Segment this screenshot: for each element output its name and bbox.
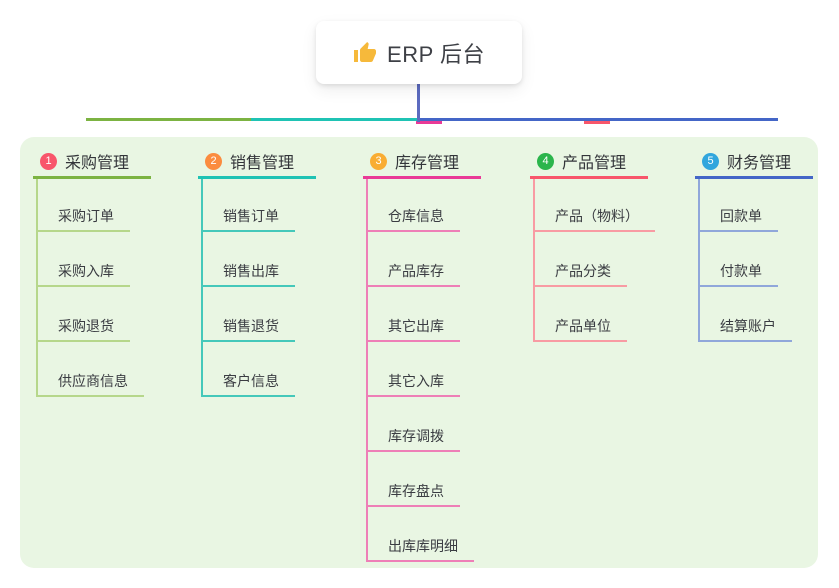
child-node[interactable]: 其它出库	[366, 314, 460, 342]
child-node[interactable]: 产品单位	[533, 314, 627, 342]
child-node[interactable]: 采购退货	[36, 314, 130, 342]
child-node[interactable]: 仓库信息	[366, 204, 460, 232]
branch-title[interactable]: 1 采购管理	[33, 146, 151, 179]
branch-label: 采购管理	[65, 155, 130, 172]
branch-number-badge: 4	[537, 152, 554, 170]
branch-label: 财务管理	[727, 155, 792, 172]
root-connector-line	[417, 84, 420, 122]
child-node[interactable]: 库存调拨	[366, 424, 460, 452]
branch-drop-line	[749, 118, 778, 121]
root-node[interactable]: ERP 后台	[316, 21, 522, 84]
child-node[interactable]: 采购订单	[36, 204, 130, 232]
branch-spine-line	[366, 179, 368, 562]
branch-spine-line	[533, 179, 535, 342]
branch-title[interactable]: 3 库存管理	[363, 146, 481, 179]
bus-line-segment	[86, 118, 254, 121]
child-node[interactable]: 销售退货	[201, 314, 295, 342]
child-node[interactable]: 采购入库	[36, 259, 130, 287]
branch-title[interactable]: 5 财务管理	[695, 146, 813, 179]
branch-title[interactable]: 4 产品管理	[530, 146, 648, 179]
child-node[interactable]: 产品（物料）	[533, 204, 655, 232]
thumbs-up-icon	[353, 41, 377, 65]
branch-number-badge: 5	[702, 152, 719, 170]
branch-spine-line	[698, 179, 700, 342]
child-node[interactable]: 销售订单	[201, 204, 295, 232]
root-node-label: ERP 后台	[387, 41, 485, 67]
branches-panel	[20, 137, 818, 568]
child-node[interactable]: 其它入库	[366, 369, 460, 397]
branch-drop-line	[86, 118, 115, 121]
branch-spine-line	[36, 179, 38, 397]
branch-number-badge: 3	[370, 152, 387, 170]
branch-drop-line	[416, 121, 442, 124]
branch-spine-line	[201, 179, 203, 397]
child-node[interactable]: 回款单	[698, 204, 778, 232]
child-node[interactable]: 产品库存	[366, 259, 460, 287]
child-node[interactable]: 出库库明细	[366, 534, 474, 562]
branch-title[interactable]: 2 销售管理	[198, 146, 316, 179]
branch-drop-line	[584, 121, 610, 124]
child-node[interactable]: 销售出库	[201, 259, 295, 287]
branch-number-badge: 2	[205, 152, 222, 170]
child-node[interactable]: 结算账户	[698, 314, 792, 342]
branch-label: 库存管理	[395, 155, 460, 172]
child-node[interactable]: 客户信息	[201, 369, 295, 397]
branch-label: 销售管理	[230, 155, 295, 172]
bus-line-segment	[251, 118, 420, 121]
branch-label: 产品管理	[562, 155, 627, 172]
child-node[interactable]: 供应商信息	[36, 369, 144, 397]
child-node[interactable]: 库存盘点	[366, 479, 460, 507]
child-node[interactable]: 产品分类	[533, 259, 627, 287]
branch-number-badge: 1	[40, 152, 57, 170]
child-node[interactable]: 付款单	[698, 259, 778, 287]
bus-line-segment	[417, 118, 752, 121]
branch-drop-line	[251, 118, 280, 121]
